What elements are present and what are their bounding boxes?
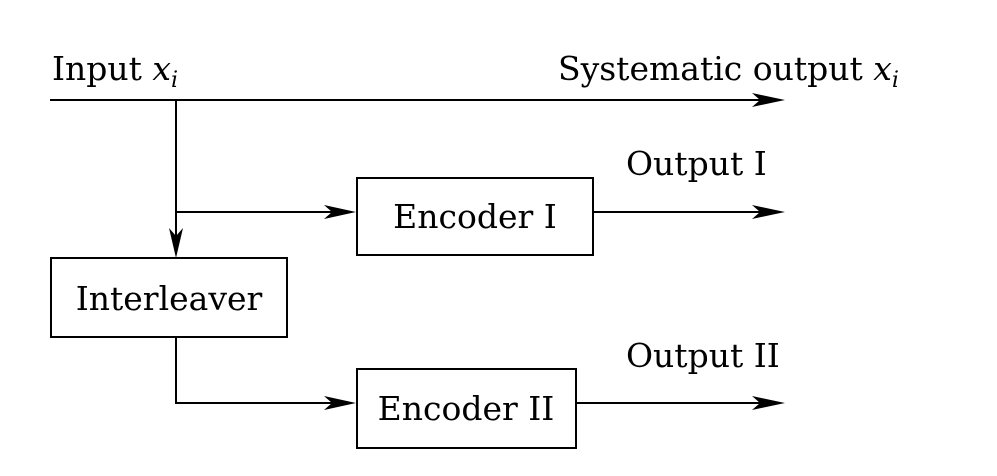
input-label: Input xi — [52, 49, 178, 93]
interleaver-feed-arrowhead — [169, 228, 183, 258]
systematic-output-label-text: Systematic output — [558, 49, 873, 88]
output-2-arrowhead — [752, 396, 785, 410]
input-variable: x — [152, 49, 171, 88]
output-2-label: Output II — [626, 336, 780, 375]
systematic-output-variable: x — [873, 49, 892, 88]
interleaver-label: Interleaver — [76, 279, 263, 318]
interleaver-block — [50, 257, 288, 338]
output-1-arrowhead — [752, 205, 785, 219]
input-variable-subscript: i — [171, 68, 178, 93]
output-1-label: Output I — [626, 144, 767, 183]
encoder-1-input-arrowhead — [324, 205, 356, 219]
encoder-1-block — [356, 177, 594, 256]
encoder-2-input-line — [175, 337, 336, 404]
input-label-text: Input — [52, 49, 152, 88]
encoder-2-block — [356, 368, 577, 449]
encoder-2-input-arrowhead — [324, 396, 356, 410]
systematic-output-variable-subscript: i — [892, 68, 899, 93]
systematic-output-arrowhead — [752, 93, 785, 107]
encoder-1-label: Encoder I — [393, 197, 557, 236]
encoder-2-label: Encoder II — [378, 389, 555, 428]
systematic-output-label: Systematic output xi — [558, 49, 899, 93]
